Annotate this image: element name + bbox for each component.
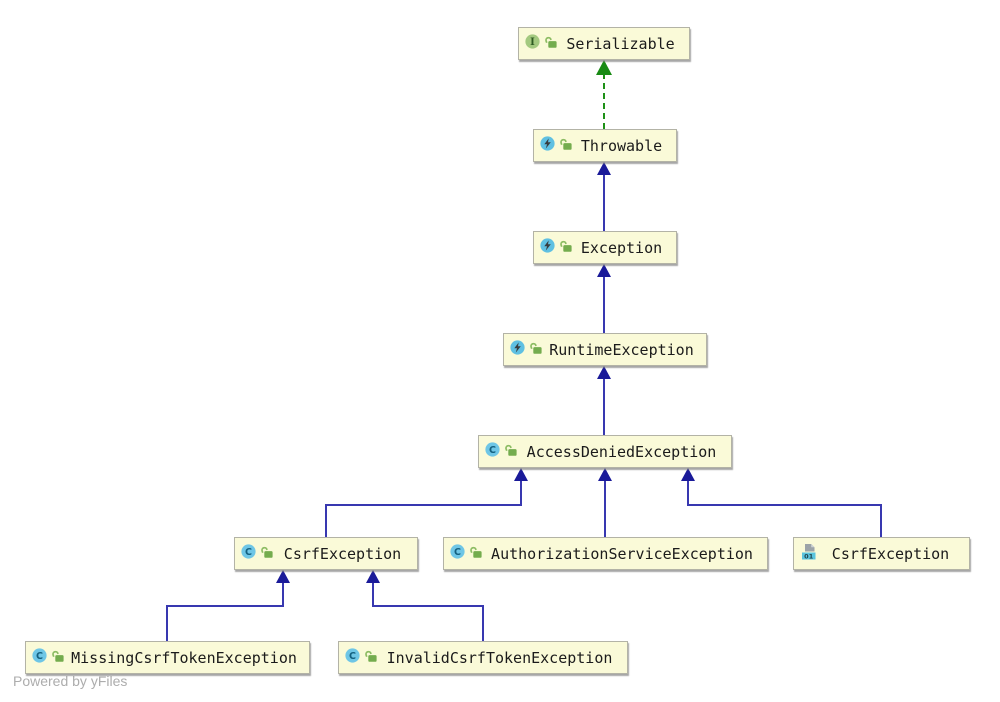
class-name-label: RuntimeException	[549, 340, 694, 359]
node-icons: I	[525, 34, 558, 53]
class-icon: C	[241, 544, 256, 563]
node-icons: C	[241, 544, 274, 563]
class-icon: C	[485, 442, 500, 461]
lock-open-icon	[260, 545, 274, 563]
svg-text:C: C	[489, 445, 496, 456]
svg-text:01: 01	[804, 552, 814, 560]
svg-text:C: C	[349, 651, 356, 662]
arrowhead-extends-exception	[597, 162, 611, 175]
arrowhead-extends-csrf-exception-binary	[681, 468, 695, 481]
node-icons: C	[32, 648, 65, 667]
node-icons: C	[485, 442, 518, 461]
lock-open-icon	[51, 649, 65, 667]
edge-extends-invalid-csrf-token-exception	[372, 582, 484, 641]
class-name-label: Serializable	[566, 34, 675, 53]
svg-text:C: C	[245, 547, 252, 558]
arrowhead-extends-missing-csrf-token-exception	[276, 570, 290, 583]
class-node-invalid-csrf-token-exception[interactable]: C InvalidCsrfTokenException	[338, 641, 628, 674]
class-name-label: CsrfException	[283, 544, 402, 563]
node-icons: C	[345, 648, 378, 667]
arrowhead-extends-csrf-exception	[514, 468, 528, 481]
node-icons	[510, 340, 543, 359]
class-name-label: CsrfException	[831, 544, 950, 563]
class-node-csrf-exception[interactable]: C CsrfException	[234, 537, 418, 570]
node-icons: 01	[800, 542, 818, 565]
arrowhead-extends-authorization-service-exception	[598, 468, 612, 481]
class-file-icon: 01	[800, 542, 818, 565]
svg-text:C: C	[36, 651, 43, 662]
class-node-csrf-exception-binary[interactable]: 01 CsrfException	[793, 537, 970, 570]
class-name-label: Throwable	[580, 136, 663, 155]
lock-open-icon	[559, 137, 573, 155]
lock-open-icon	[529, 341, 543, 359]
arrowhead-implements-throwable	[596, 60, 612, 75]
lock-open-icon	[504, 443, 518, 461]
lock-open-icon	[469, 545, 483, 563]
lock-open-icon	[364, 649, 378, 667]
node-icons	[540, 238, 573, 257]
exception-class-icon	[510, 340, 525, 359]
class-node-authorization-service-exception[interactable]: C AuthorizationServiceException	[443, 537, 768, 570]
class-icon: C	[32, 648, 47, 667]
class-name-label: MissingCsrfTokenException	[71, 648, 297, 667]
edge-extends-missing-csrf-token-exception	[166, 582, 284, 641]
class-node-runtime-exception[interactable]: RuntimeException	[503, 333, 707, 366]
class-name-label: Exception	[580, 238, 663, 257]
class-node-exception[interactable]: Exception	[533, 231, 677, 264]
class-icon: C	[345, 648, 360, 667]
class-node-throwable[interactable]: Throwable	[533, 129, 677, 162]
class-name-label: AuthorizationServiceException	[491, 544, 753, 563]
node-icons	[540, 136, 573, 155]
class-name-label: AccessDeniedException	[526, 442, 717, 461]
arrowhead-extends-access-denied-exception	[597, 366, 611, 379]
class-node-missing-csrf-token-exception[interactable]: C MissingCsrfTokenException	[25, 641, 310, 674]
node-icons: C	[450, 544, 483, 563]
svg-text:C: C	[454, 547, 461, 558]
lock-open-icon	[544, 35, 558, 53]
edge-extends-csrf-exception-binary	[687, 480, 882, 537]
powered-by-yfiles-link[interactable]: Powered by yFiles	[13, 673, 128, 689]
exception-class-icon	[540, 238, 555, 257]
exception-class-icon	[540, 136, 555, 155]
edge-extends-csrf-exception	[325, 480, 522, 537]
arrowhead-extends-invalid-csrf-token-exception	[366, 570, 380, 583]
svg-text:I: I	[530, 37, 535, 48]
class-name-label: InvalidCsrfTokenException	[386, 648, 613, 667]
class-node-serializable[interactable]: I Serializable	[518, 27, 690, 60]
arrowhead-extends-runtime-exception	[597, 264, 611, 277]
class-node-access-denied-exception[interactable]: C AccessDeniedException	[478, 435, 732, 468]
lock-open-icon	[559, 239, 573, 257]
class-icon: C	[450, 544, 465, 563]
interface-icon: I	[525, 34, 540, 53]
